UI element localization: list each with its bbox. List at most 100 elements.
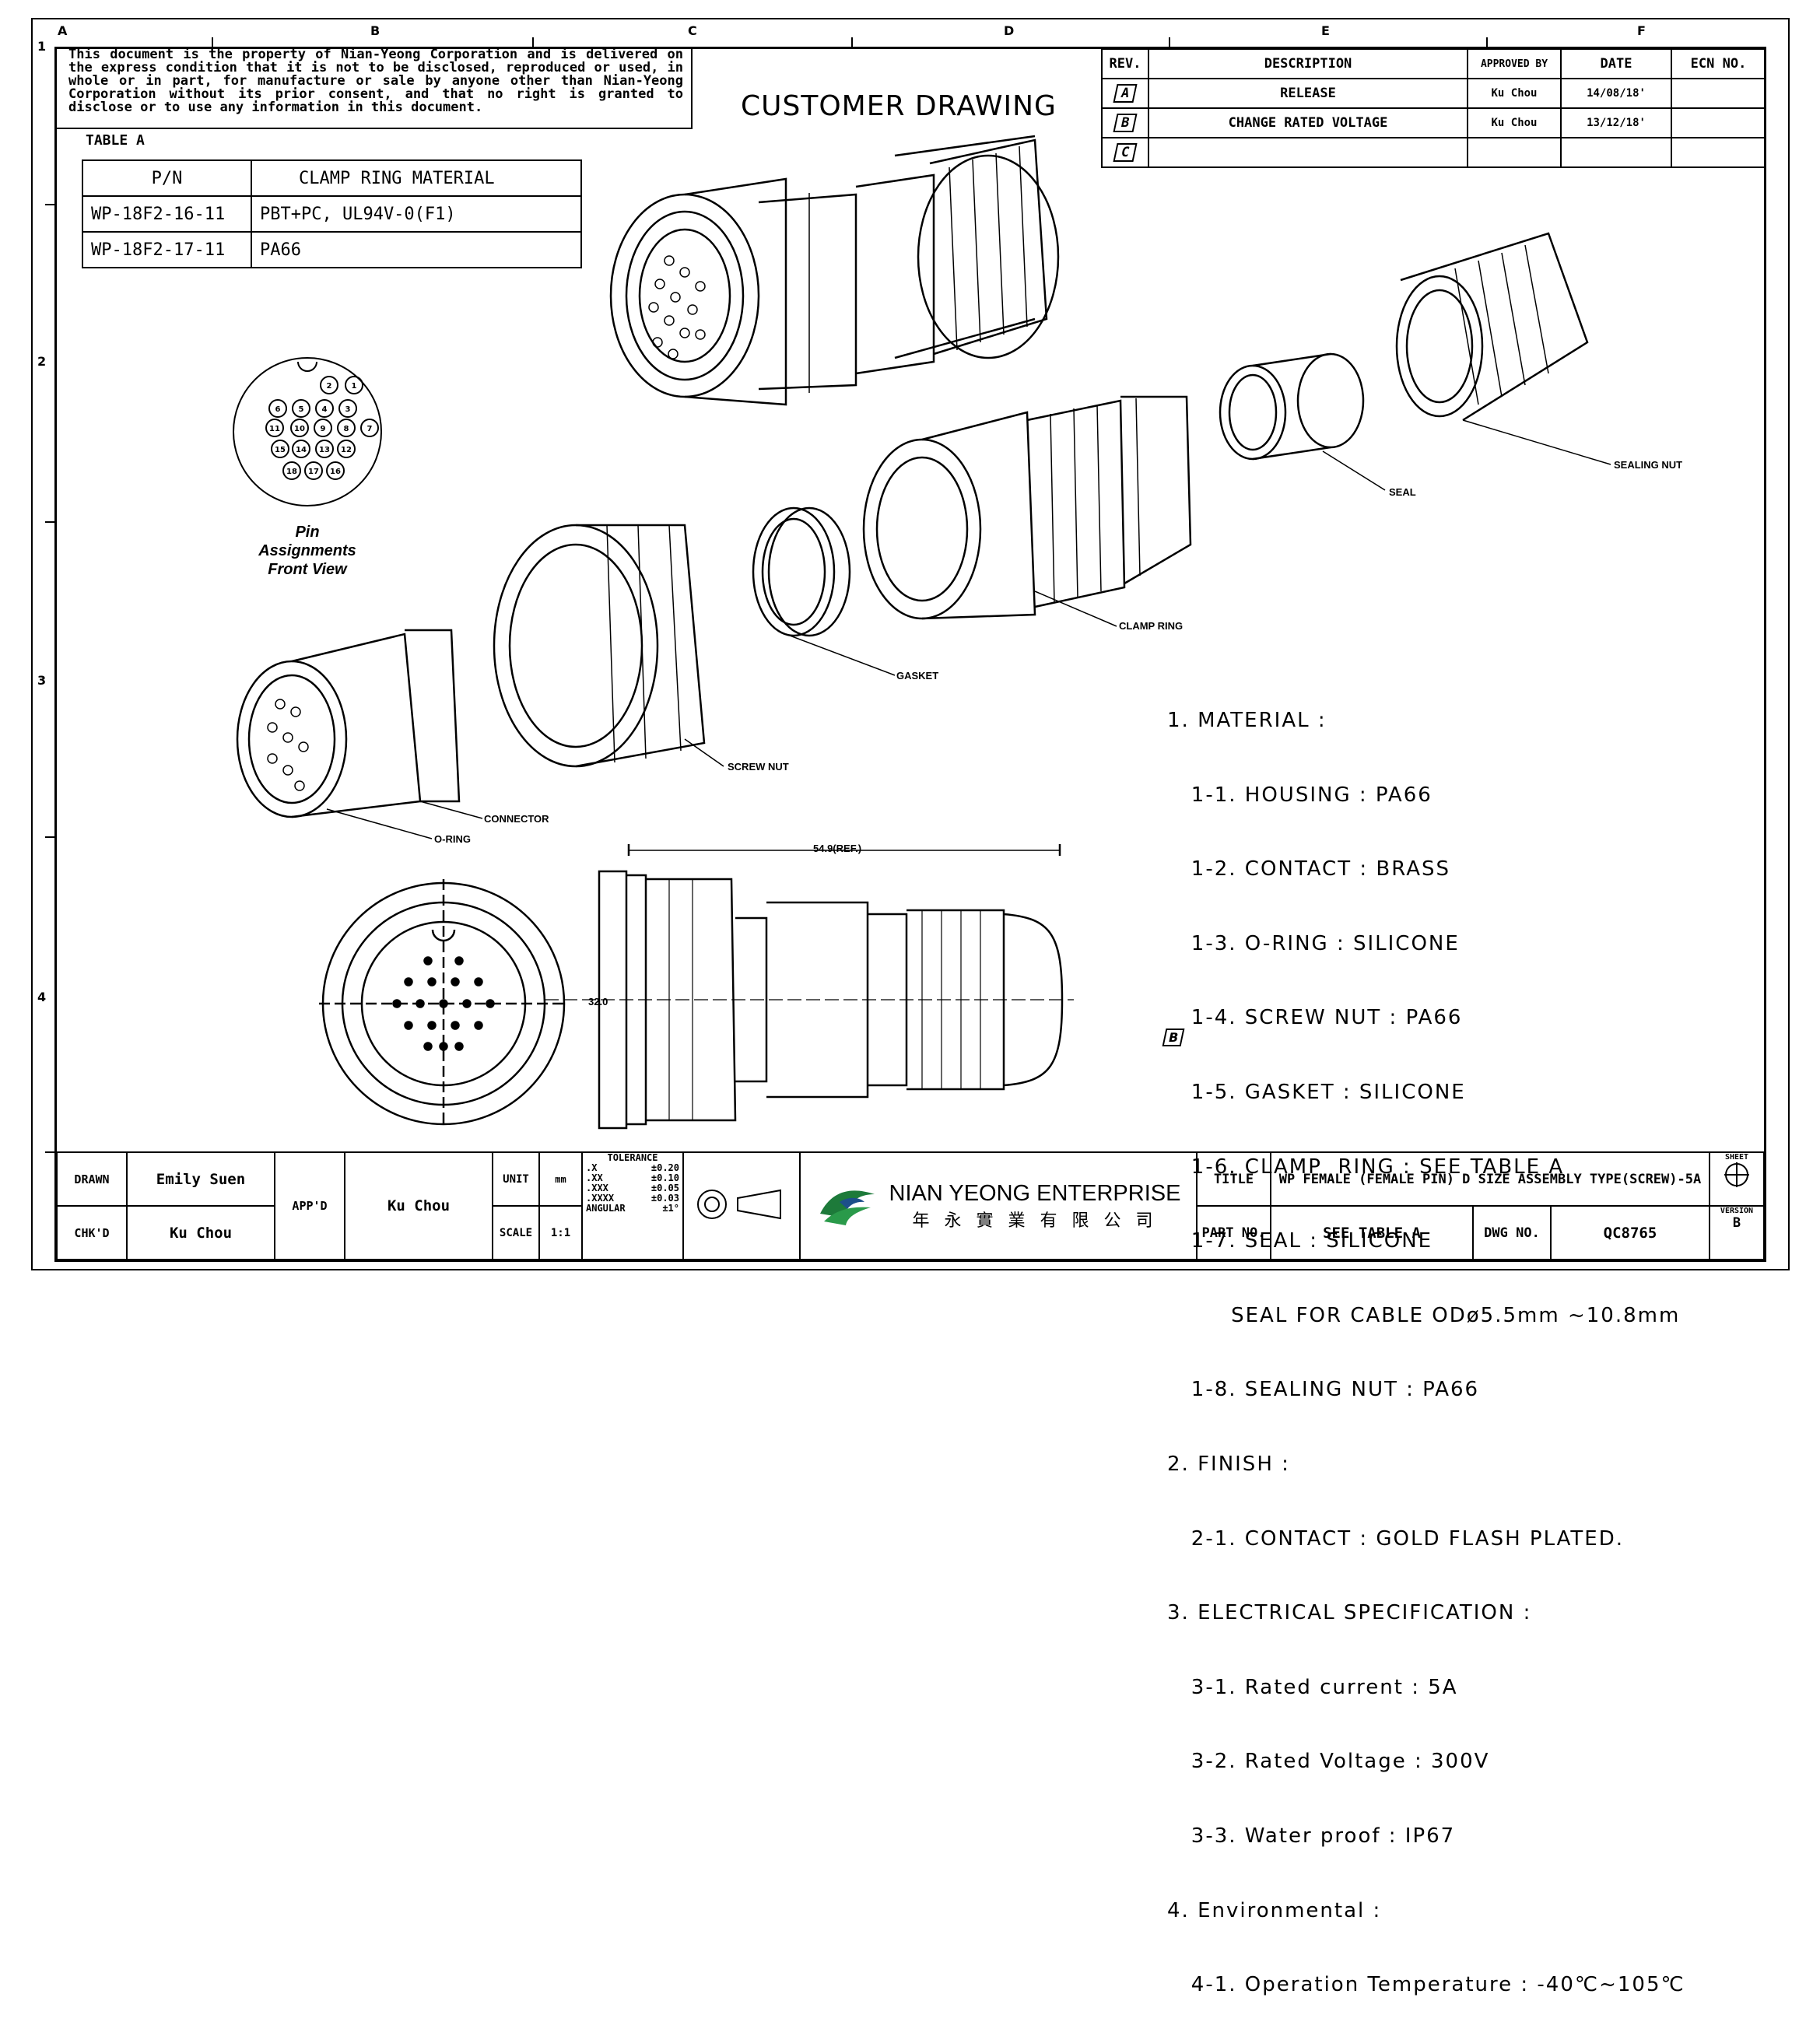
version-value: B xyxy=(1732,1215,1741,1231)
row-label-4: 4 xyxy=(37,990,47,1004)
part-label: PART NO. xyxy=(1196,1205,1271,1260)
sealing-nut-drawing xyxy=(1395,232,1589,422)
spec-line: 1. MATERIAL : xyxy=(1167,709,1327,732)
table-cell: WP-18F2-16-11 xyxy=(82,195,252,233)
rev-description xyxy=(1148,137,1468,168)
rev-approved: Ku Chou xyxy=(1467,107,1562,138)
sheet-cell: SHEET xyxy=(1709,1151,1765,1207)
dwg-label: DWG NO. xyxy=(1472,1205,1552,1260)
spec-line: 4-1. Operation Temperature : -40℃~105℃ xyxy=(1167,1973,1685,1997)
drawing-border xyxy=(54,47,1766,1262)
company-name: NIAN YEONG ENTERPRISE xyxy=(889,1180,1181,1206)
connector-label: CONNECTOR xyxy=(484,813,549,825)
pin-circle xyxy=(315,399,334,418)
assembly-illustration xyxy=(236,135,1611,1130)
pin-circle xyxy=(271,440,289,458)
gasket-drawing xyxy=(752,506,851,637)
rev-marker: B xyxy=(1101,107,1149,138)
tick xyxy=(851,37,853,47)
drawing-title: WP FEMALE (FEMALE PIN) D SIZE ASSEMBLY T… xyxy=(1270,1151,1710,1207)
spec-line: 3-1. Rated current : 5A xyxy=(1167,1675,1458,1699)
pin-number: 1 xyxy=(352,382,357,391)
table-cell: WP-18F2-17-11 xyxy=(82,231,252,268)
revision-table: REV. DESCRIPTION APPROVED BY DATE ECN NO… xyxy=(1101,48,1766,168)
drawn-value: Emily Suen xyxy=(126,1151,275,1207)
diameter-dimension: 32.0 xyxy=(588,996,608,1007)
pin-circle xyxy=(315,440,334,458)
pin-circle xyxy=(292,399,310,418)
pin-circle xyxy=(326,461,345,480)
tolerance-key: .XX xyxy=(586,1172,603,1183)
row-label-3: 3 xyxy=(37,673,47,688)
screw-nut-drawing xyxy=(493,524,706,768)
pin-number: 7 xyxy=(367,425,373,433)
projection-symbol xyxy=(682,1151,801,1260)
company-name-cn: 年 永 實 業 有 限 公 司 xyxy=(912,1211,1158,1231)
pin-number: 6 xyxy=(275,405,281,414)
pin-circle xyxy=(304,461,323,480)
pin-circle xyxy=(290,419,309,437)
pin-number: 4 xyxy=(322,405,328,414)
drawn-label: DRAWN xyxy=(56,1151,128,1207)
pin-circle xyxy=(292,440,310,458)
pin-number: 16 xyxy=(330,468,341,476)
length-dimension: 54.9(REF.) xyxy=(813,843,862,854)
pin-number: 8 xyxy=(344,425,349,433)
pin-circle xyxy=(320,376,338,394)
table-header: CLAMP RING MATERIAL xyxy=(251,159,582,197)
approved-value: Ku Chou xyxy=(344,1151,493,1260)
spec-line: 3-2. Rated Voltage : 300V xyxy=(1167,1750,1490,1774)
col-label-f: F xyxy=(1637,23,1646,38)
pin-number: 11 xyxy=(269,425,280,433)
spec-rev-marker: B xyxy=(1162,1029,1185,1046)
front-view-drawing xyxy=(319,879,568,1128)
rev-description: RELEASE xyxy=(1148,78,1468,109)
spec-line: 1-5. GASKET : SILICONE xyxy=(1167,1080,1466,1104)
rev-approved xyxy=(1467,137,1562,168)
pin-circle xyxy=(337,440,356,458)
scale-value: 1:1 xyxy=(538,1205,583,1260)
rev-ecn xyxy=(1671,78,1766,109)
rev-date: 13/12/18' xyxy=(1560,107,1672,138)
part-value: SEE TABLE A xyxy=(1270,1205,1474,1260)
pin-number: 14 xyxy=(296,446,307,454)
tolerance-key: .X xyxy=(586,1162,598,1173)
row-label-2: 2 xyxy=(37,354,47,369)
pin-number: 13 xyxy=(319,446,330,454)
tick xyxy=(1169,37,1170,47)
outer-frame xyxy=(31,18,1790,1270)
rev-marker: A xyxy=(1101,78,1149,109)
title-label: TITLE xyxy=(1196,1151,1271,1207)
tolerance-row: ANGULAR±1° xyxy=(586,1204,679,1214)
table-cell: PBT+PC, UL94V-0(F1) xyxy=(251,195,582,233)
spec-line: 3-3. Water proof : IP67 xyxy=(1167,1824,1456,1848)
pin-number: 15 xyxy=(275,446,286,454)
tolerance-value: ±1° xyxy=(662,1203,679,1214)
dwg-value: QC8765 xyxy=(1550,1205,1710,1260)
spec-line: SEAL FOR CABLE ODø5.5mm ~10.8mm xyxy=(1167,1303,1681,1327)
tick xyxy=(212,37,213,47)
spec-line: 1-8. SEALING NUT : PA66 xyxy=(1167,1378,1480,1402)
version-cell: VERSION B xyxy=(1709,1205,1765,1260)
spec-line: 1-2. CONTACT : BRASS xyxy=(1167,857,1451,881)
spec-line: 2. FINISH : xyxy=(1167,1452,1290,1476)
spec-line: 1-3. O-RING : SILICONE xyxy=(1167,931,1460,955)
side-view-drawing xyxy=(545,844,1074,1130)
spec-line: 2-1. CONTACT : GOLD FLASH PLATED. xyxy=(1167,1526,1625,1551)
tolerance-title: TOLERANCE xyxy=(607,1152,658,1163)
pin-circle xyxy=(282,461,301,480)
pin-circle xyxy=(265,419,284,437)
rev-header: APPROVED BY xyxy=(1467,48,1562,79)
tolerance-block: TOLERANCE .X±0.20.XX±0.10.XXX±0.05.XXXX±… xyxy=(581,1151,684,1260)
col-label-d: D xyxy=(1004,23,1015,38)
approved-label: APP'D xyxy=(274,1151,345,1260)
table-a-caption: TABLE A xyxy=(86,132,145,149)
notice-box xyxy=(54,47,693,129)
seal-label: SEAL xyxy=(1389,486,1416,498)
checked-label: CHK'D xyxy=(56,1205,128,1260)
connector-drawing xyxy=(236,629,461,818)
tolerance-value: ±0.03 xyxy=(651,1193,679,1204)
version-label: VERSION xyxy=(1720,1207,1754,1215)
tolerance-row: .XXX±0.05 xyxy=(586,1183,679,1193)
